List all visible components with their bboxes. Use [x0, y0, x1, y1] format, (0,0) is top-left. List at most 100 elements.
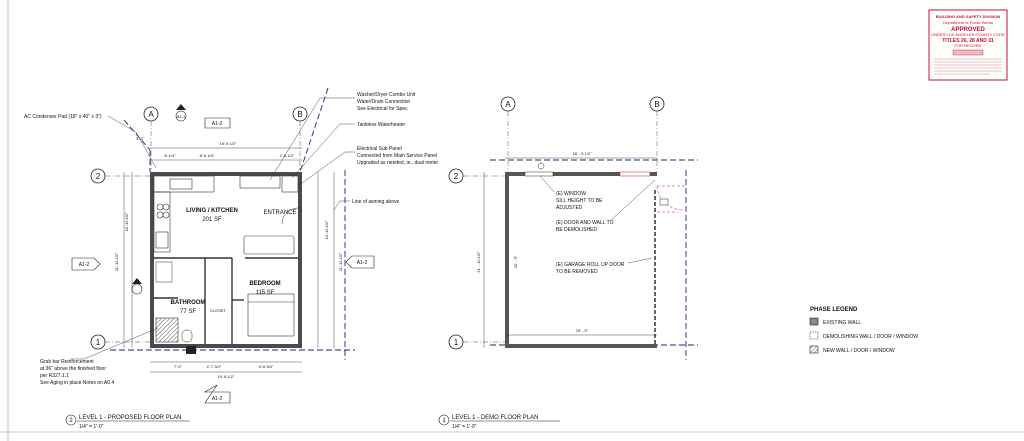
stamp-fine-print [934, 58, 1002, 75]
note-grab-3: per R327.1.1 [40, 373, 69, 379]
dim-bot-total: 19'-8 1/2" [218, 374, 235, 379]
room-bath-label: BATHROOM [171, 300, 206, 306]
bath-exhaust [186, 346, 196, 354]
dim-bot-3: 9'-6 3/4" [259, 364, 274, 369]
section-marker-bottom-a12: A1-2 [203, 384, 231, 404]
bed [247, 293, 295, 337]
kitchen-cabinets [153, 175, 299, 253]
room-living-label: LIVING / KITCHEN [186, 208, 238, 214]
legend-new-swatch [809, 345, 819, 354]
stamp-line2: Department of Public Works [943, 20, 993, 25]
room-bath-sf: 77 SF [180, 309, 196, 315]
section-marker-top-a12: A1-2 [204, 117, 231, 129]
svg-text:1: 1 [442, 418, 446, 424]
grid-1-label: 1 [96, 338, 101, 347]
grid-a-label: A [148, 110, 154, 119]
svg-text:2: 2 [454, 172, 459, 181]
note-elec-1: Electrical Sub Panel [357, 146, 402, 152]
demo-title-block: 1 LEVEL 1 - DEMO FLOOR PLAN 1/4" = 1'-0" [438, 414, 560, 430]
stamp-line5: TITLES 26, 28 AND 31 [942, 38, 994, 44]
demo-existing-walls [505, 172, 657, 348]
note-awning: Line of awning above [352, 199, 399, 205]
demo-door-red [619, 171, 651, 177]
note-washer-3: See Electrical for Spec [357, 106, 408, 112]
approval-stamp: BUILDING AND SAFETY DIVISION Department … [928, 9, 1008, 81]
demo-dim-top: 18' - 5 1/2" [572, 151, 592, 156]
legend-existing: EXISTING WALL [823, 320, 861, 326]
legend-title: PHASE LEGEND [810, 307, 858, 313]
note-washer-2: Water/Drain Connection [357, 99, 410, 105]
shower [155, 317, 179, 343]
proposed-title-block: 2 LEVEL 1 - PROPOSED FLOOR PLAN 1/4" = 1… [65, 414, 190, 430]
stamp-line6: FOR RECORD [955, 43, 982, 48]
phase-legend: PHASE LEGEND EXISTING WALL DEMOLISHING W… [809, 307, 918, 354]
entrance-door [281, 207, 299, 225]
demo-note-door-1: (E) DOOR AND WALL TO [556, 220, 614, 226]
dim-bot-2: 2'-7 3/4" [207, 364, 222, 369]
demo-note-window-2: SILL HEIGHT TO BE [556, 198, 603, 204]
room-bedroom-sf: 115 SF [256, 290, 275, 296]
demo-scale: 1/4" = 1'-0" [452, 424, 477, 430]
dim-top-overall: 19'-9 1/2" [220, 141, 237, 146]
dim-right-a: 10'-10 1/2" [324, 220, 329, 240]
section-marker-top-a01: A1-1 [175, 104, 187, 122]
demo-dim-side: 21' - 10 1/2" [476, 251, 481, 273]
svg-text:A: A [505, 100, 511, 109]
room-bedroom-label: BEDROOM [249, 281, 280, 287]
toilet [181, 329, 193, 343]
svg-text:2: 2 [69, 418, 73, 424]
demo-window [524, 171, 554, 177]
svg-text:A1-2: A1-2 [79, 262, 90, 268]
dim-top-offset: 3'-6" [136, 136, 145, 141]
note-washer-1: Washer/Dryer Combo Unit [357, 92, 416, 98]
legend-new: NEW WALL / DOOR / WINDOW [823, 348, 895, 354]
stamp-line3: APPROVED [951, 27, 985, 33]
demo-note-door-2: BE DEMOLISHED [556, 227, 598, 233]
dim-right: 21'-10 1/2" [338, 252, 343, 272]
dim-top-3: 2'-5 1/2" [280, 153, 295, 158]
legend-demolish: DEMOLISHING WALL / DOOR / WINDOW [823, 334, 918, 340]
legend-demolish-swatch [809, 331, 819, 340]
svg-text:A1-2: A1-2 [357, 260, 368, 266]
demo-note-garage-2: TO BE REMOVED [556, 269, 598, 275]
demo-dim-side2: 20' - 5" [513, 255, 518, 268]
proposed-title: LEVEL 1 - PROPOSED FLOOR PLAN [79, 415, 181, 421]
svg-text:B: B [654, 100, 659, 109]
svg-text:1: 1 [454, 338, 459, 347]
svg-text:A1-2: A1-2 [212, 121, 223, 127]
stamp-line1: BUILDING AND SAFETY DIVISION [936, 14, 1001, 19]
proposed-walls [150, 172, 302, 348]
stamp-line4: UNDER LOS ANGELES COUNTY CODE [931, 32, 1005, 37]
svg-text:A1-2: A1-2 [212, 396, 223, 402]
note-grab-2: at 36" above the finished floor [40, 366, 106, 372]
dim-left: 21'-10 1/2" [114, 252, 119, 272]
sofa [243, 235, 295, 255]
room-closet-label: CLOSET [210, 308, 227, 313]
note-elec-2: Connected from Main Service Panel [357, 153, 437, 159]
demo-title: LEVEL 1 - DEMO FLOOR PLAN [452, 415, 538, 421]
proposed-floor-plan: A B 2 1 A1-2 A1-1 A1-2 [24, 87, 438, 430]
demo-note-window-1: (E) WINDOW [556, 191, 586, 197]
grid-2-label: 2 [96, 172, 101, 181]
proposed-interior-walls [154, 257, 298, 344]
demo-dim-inner: 19' - 0" [576, 328, 589, 333]
dim-bot-1: 7'-0" [174, 364, 183, 369]
svg-text:A1-1: A1-1 [177, 114, 186, 119]
note-tankless: Tankless Waterheater [357, 122, 406, 128]
note-elec-3: Upgraded as needed, ie., dual meter [357, 160, 438, 166]
section-marker-bath-a01 [131, 278, 143, 295]
demo-floor-plan: A B 2 1 18' - 5 1/2" [438, 96, 698, 430]
dim-top-2: 8'-6 1/4" [200, 153, 215, 158]
note-grab-1: Grab bar Reinforcement [40, 359, 94, 365]
dim-top-1: 8'-1/4" [164, 153, 176, 158]
dim-left-ov: 18'-10 1/2" [124, 212, 129, 232]
demo-note-garage-1: (E) GARAGE ROLL UP DOOR [556, 262, 625, 268]
section-marker-right-a12: A1-2 [345, 255, 375, 269]
demo-note-window-3: ADJUSTED [556, 205, 583, 211]
room-entrance-label: ENTRANCE [263, 210, 296, 216]
room-living-sf: 201 SF [202, 217, 222, 223]
legend-existing-swatch [809, 317, 819, 326]
section-marker-left-a12: A1-2 [71, 257, 101, 271]
dimensions-top [150, 147, 302, 161]
